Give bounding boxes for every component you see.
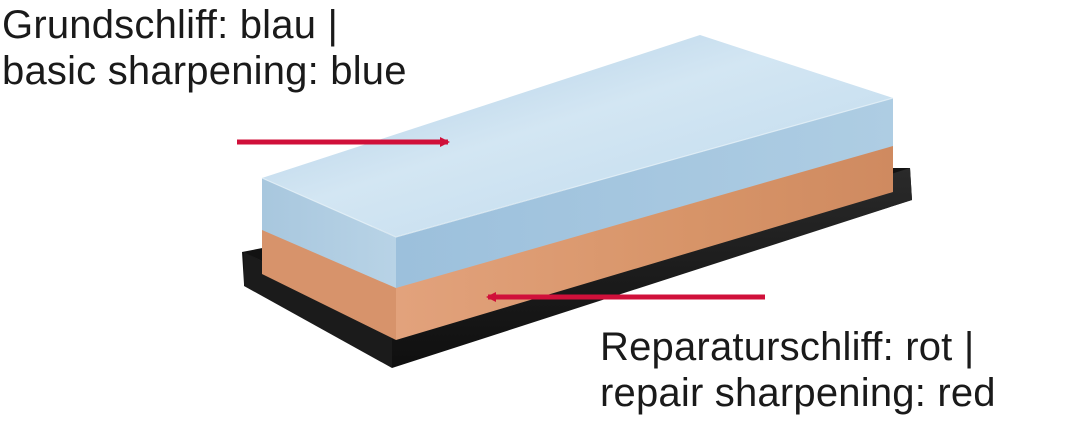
basic-sharpening-label-de: Grundschliff: blau | xyxy=(2,3,339,47)
orange-repair-layer xyxy=(262,144,893,340)
basic-sharpening-label-en: basic sharpening: blue xyxy=(2,49,407,93)
blue-basic-layer xyxy=(261,35,894,288)
basic-sharpening-label: Grundschliff: blau | basic sharpening: b… xyxy=(2,2,407,94)
repair-sharpening-label-de: Reparaturschliff: rot | xyxy=(600,325,975,369)
repair-sharpening-label-en: repair sharpening: red xyxy=(600,371,996,415)
repair-sharpening-label: Reparaturschliff: rot | repair sharpenin… xyxy=(600,324,996,416)
